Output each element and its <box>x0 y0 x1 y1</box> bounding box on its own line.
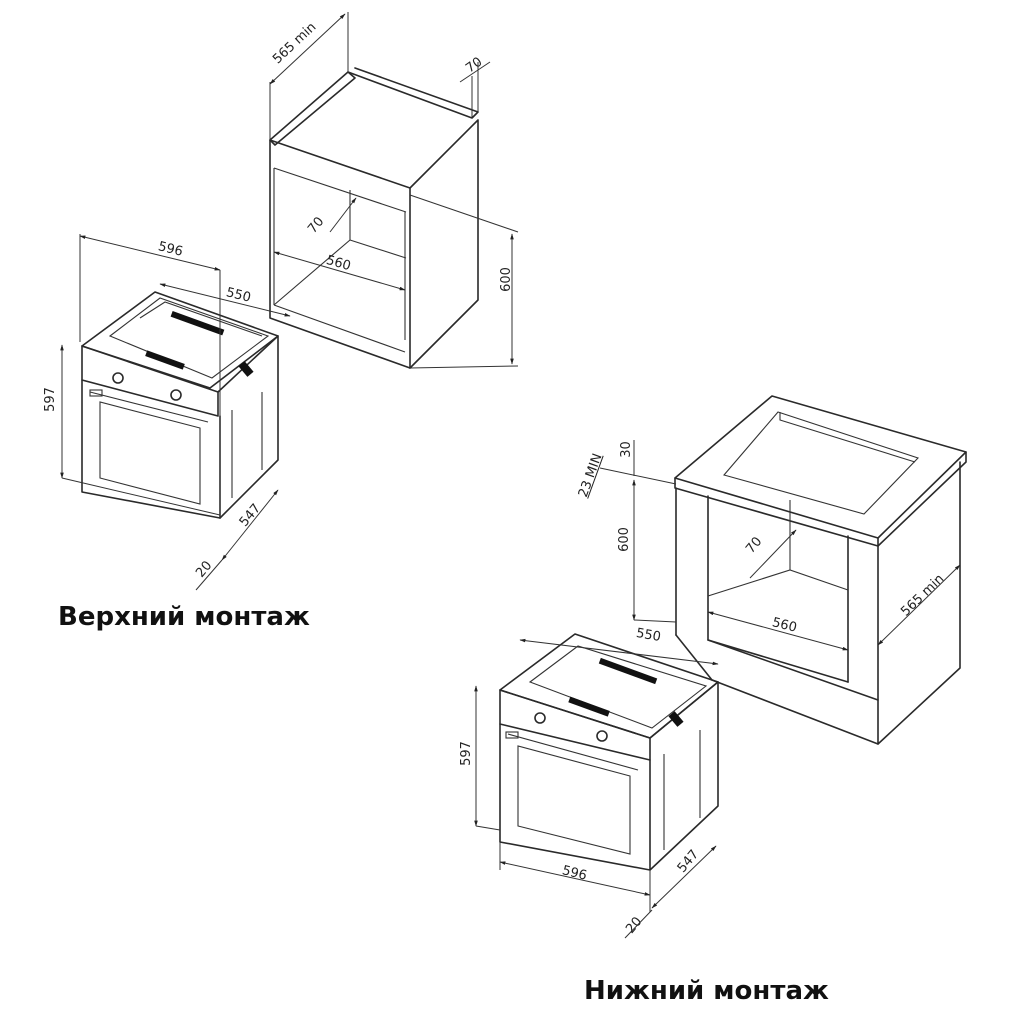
caption-top-installation: Верхний монтаж <box>58 602 310 632</box>
top-oven <box>60 234 291 591</box>
dim-worktop-bottom: 30 <box>618 441 634 458</box>
bottom-cabinet <box>599 395 967 745</box>
dim-cabinet-height-bottom: 600 <box>616 527 632 552</box>
bottom-oven <box>474 633 719 939</box>
dim-oven-height-bottom: 597 <box>458 741 474 766</box>
dim-cabinet-height-top: 600 <box>498 267 514 292</box>
caption-bottom-installation: Нижний монтаж <box>584 976 829 1006</box>
dim-oven-height-top: 597 <box>42 387 58 412</box>
top-cabinet <box>269 12 519 369</box>
